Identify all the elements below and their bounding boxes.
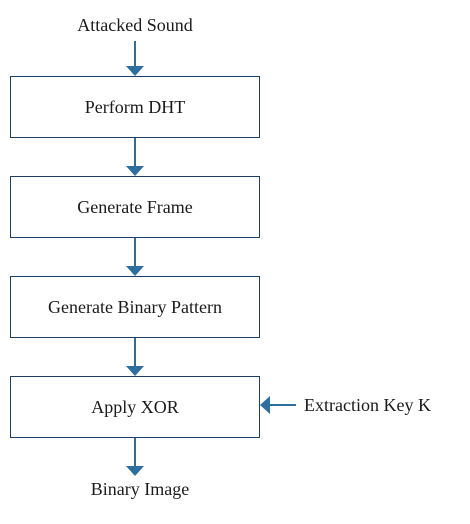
- step-label: Perform DHT: [84, 96, 186, 117]
- arrow-extraction-key-to-apply-xor: [260, 396, 296, 414]
- step-box-generate-binary-pattern: Generate Binary Pattern: [10, 276, 260, 338]
- arrow-generate-frame-to-binary-pattern: [126, 238, 144, 276]
- arrow-input-to-perform-dht: [126, 41, 144, 76]
- step-label: Generate Frame: [77, 196, 193, 217]
- arrow-binary-pattern-to-apply-xor: [126, 338, 144, 376]
- input-label: Attacked Sound: [77, 15, 193, 35]
- arrow-perform-dht-to-generate-frame: [126, 138, 144, 176]
- arrow-apply-xor-to-output: [126, 438, 144, 476]
- step-label: Apply XOR: [91, 396, 179, 417]
- output-label: Binary Image: [90, 479, 190, 499]
- step-box-apply-xor: Apply XOR: [10, 376, 260, 438]
- step-label: Generate Binary Pattern: [48, 296, 222, 317]
- step-box-generate-frame: Generate Frame: [10, 176, 260, 238]
- step-box-perform-dht: Perform DHT: [10, 76, 260, 138]
- side-input-label: Extraction Key K: [304, 395, 431, 415]
